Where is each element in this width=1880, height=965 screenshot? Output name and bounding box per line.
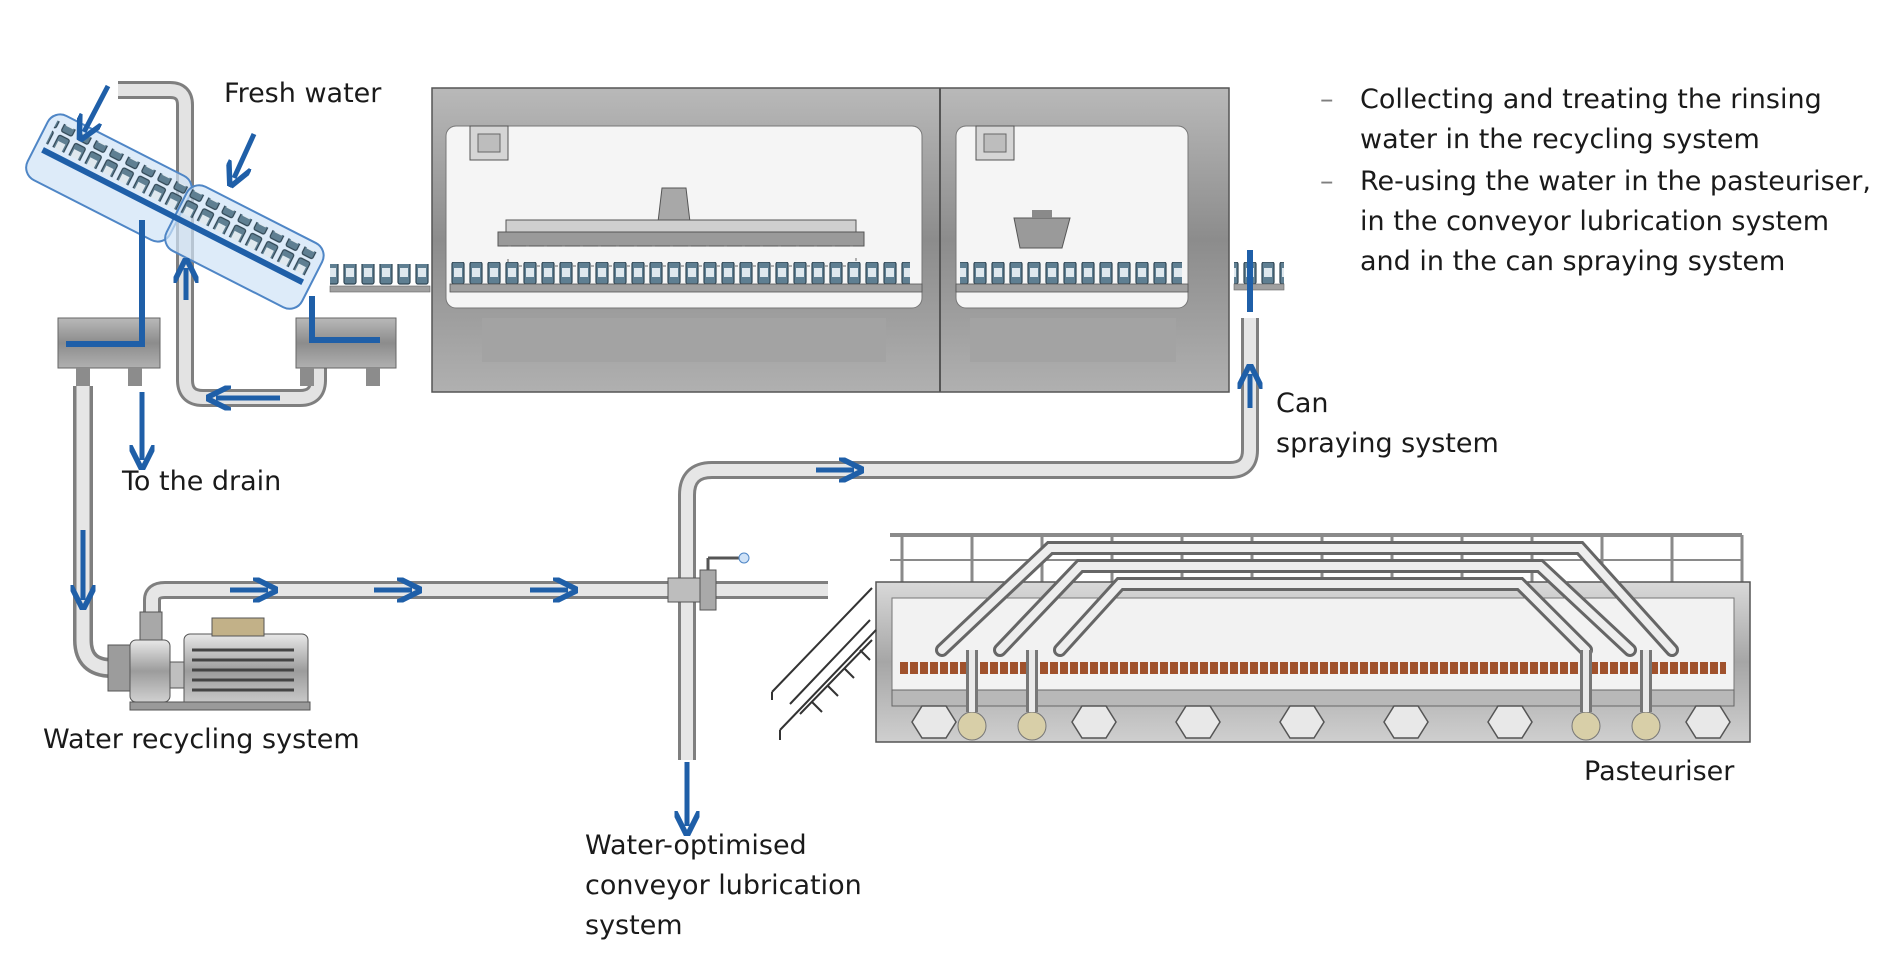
label-water-recycling-system: Water recycling system bbox=[43, 724, 360, 755]
bullet-item: –Re-using the water in the pasteuriser, … bbox=[1318, 162, 1878, 282]
pasteuriser-stairs bbox=[771, 587, 877, 740]
label-to-the-drain: To the drain bbox=[122, 466, 282, 497]
outlet-conveyor bbox=[1233, 262, 1285, 291]
dash-icon: – bbox=[1320, 166, 1334, 197]
flow-arrows bbox=[83, 84, 1250, 826]
bullet-text: Collecting and treating the rinsing wate… bbox=[1360, 84, 1822, 155]
fresh-water-arrow-right bbox=[234, 132, 257, 178]
recycling-pump bbox=[107, 611, 311, 711]
can-closer bbox=[955, 210, 1189, 293]
filler-carousel bbox=[449, 187, 923, 293]
drain-flow-lines bbox=[66, 220, 1253, 347]
label-can-spraying-system: Can spraying system bbox=[1276, 388, 1499, 459]
can-rinser bbox=[25, 113, 325, 310]
fresh-water-arrow-left bbox=[84, 84, 111, 132]
label-pasteuriser: Pasteuriser bbox=[1584, 756, 1735, 787]
dash-icon: – bbox=[1320, 84, 1334, 115]
label-conveyor-lubrication: Water-optimised conveyor lubrication sys… bbox=[585, 830, 862, 941]
rinser-pipe-loop bbox=[118, 81, 327, 407]
bullet-text: Re-using the water in the pasteuriser, i… bbox=[1360, 166, 1871, 277]
bullet-list: –Collecting and treating the rinsing wat… bbox=[1318, 80, 1878, 284]
bullet-item: –Collecting and treating the rinsing wat… bbox=[1318, 80, 1878, 160]
label-fresh-water: Fresh water bbox=[224, 78, 382, 109]
distribution-valve[interactable] bbox=[667, 552, 750, 611]
pasteuriser bbox=[875, 533, 1751, 743]
inlet-conveyor bbox=[329, 264, 431, 293]
